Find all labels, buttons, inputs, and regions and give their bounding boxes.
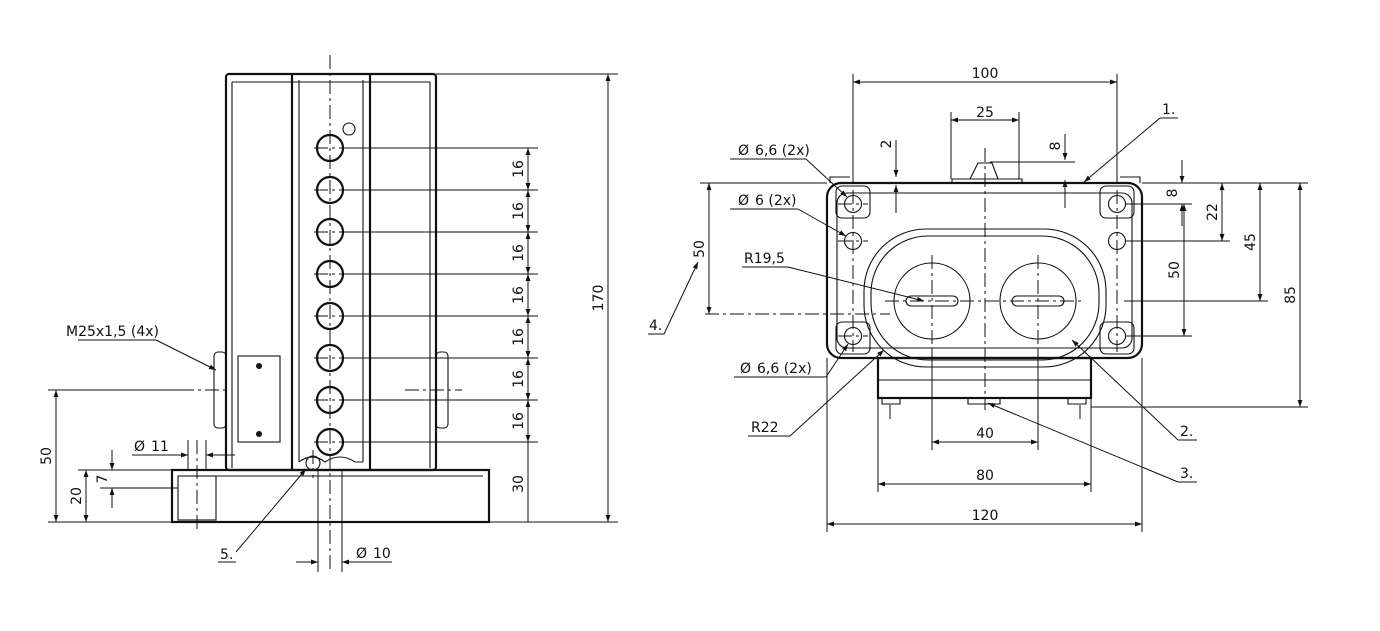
- thread-label: M25x1,5 (4x): [66, 324, 159, 340]
- hole-label-66-top: 6,6 (2x): [755, 143, 810, 159]
- dim-label-50-right: 50: [1167, 261, 1183, 279]
- callout-4: 4.: [649, 318, 662, 334]
- dim-label-8-right: 8: [1165, 189, 1181, 198]
- diameter-symbol-66-top: Ø: [738, 143, 749, 159]
- front-view-dimensions: [700, 74, 1308, 532]
- dim-label-25: 25: [976, 105, 994, 121]
- dim-label-170: 170: [591, 285, 607, 312]
- dim-label-40: 40: [976, 426, 994, 442]
- dim-label-16: 16: [511, 286, 527, 304]
- dim-label-50-side: 50: [39, 447, 55, 465]
- dim-label-16: 16: [511, 202, 527, 220]
- dim-label-dia-11: 11: [151, 439, 169, 455]
- diameter-symbol-10: Ø: [356, 546, 367, 562]
- side-view-centerlines: [180, 55, 462, 570]
- dim-label-16: 16: [511, 412, 527, 430]
- dim-label-7: 7: [95, 475, 111, 484]
- front-view-leaders: [648, 117, 1197, 483]
- callout-2: 2.: [1180, 424, 1193, 440]
- radius-label-22: R22: [751, 420, 779, 436]
- side-view-pitch-dimensions: 16 16 16 16 16 16 16: [346, 147, 538, 443]
- diameter-symbol-11: Ø: [134, 439, 145, 455]
- dim-label-8-top: 8: [1048, 142, 1064, 151]
- dim-label-dia-10: 10: [373, 546, 391, 562]
- dim-label-22: 22: [1205, 203, 1221, 221]
- hole-label-66-bottom: 6,6 (2x): [757, 361, 812, 377]
- callout-3: 3.: [1180, 466, 1193, 482]
- dim-label-45: 45: [1243, 233, 1259, 251]
- dim-label-16: 16: [511, 244, 527, 262]
- dim-label-80: 80: [976, 468, 994, 484]
- dim-label-16: 16: [511, 160, 527, 178]
- diameter-symbol-6: Ø: [738, 193, 749, 209]
- dim-label-120: 120: [972, 508, 999, 524]
- callout-1: 1.: [1162, 102, 1175, 118]
- dim-label-2: 2: [879, 140, 895, 149]
- dim-label-20: 20: [69, 487, 85, 505]
- front-view: 100 25 2 8 50 8 22 45 50 85 40 80 120 Ø …: [648, 66, 1308, 532]
- dim-label-50-left: 50: [692, 240, 708, 258]
- diameter-symbol-66-bottom: Ø: [740, 361, 751, 377]
- hole-label-6: 6 (2x): [755, 193, 796, 209]
- front-view-labels: 100 25 2 8 50 8 22 45 50 85 40 80 120 Ø …: [649, 66, 1299, 524]
- dim-label-85: 85: [1283, 286, 1299, 304]
- side-view-labels: 170 30 50 20 7 M25x1,5 (4x) Ø 11 Ø 10 5.: [39, 285, 607, 563]
- radius-label-19-5: R19,5: [744, 251, 785, 267]
- dim-label-30: 30: [511, 475, 527, 493]
- dim-label-100: 100: [972, 66, 999, 82]
- callout-5: 5.: [220, 547, 233, 563]
- dim-label-16: 16: [511, 370, 527, 388]
- side-view: 16 16 16 16 16 16 16 170 30 50 20 7 M25x1,5 (4…: [39, 55, 618, 572]
- front-view-centerlines: [705, 148, 1118, 420]
- dim-label-16: 16: [511, 328, 527, 346]
- side-view-dimensions: [48, 73, 618, 572]
